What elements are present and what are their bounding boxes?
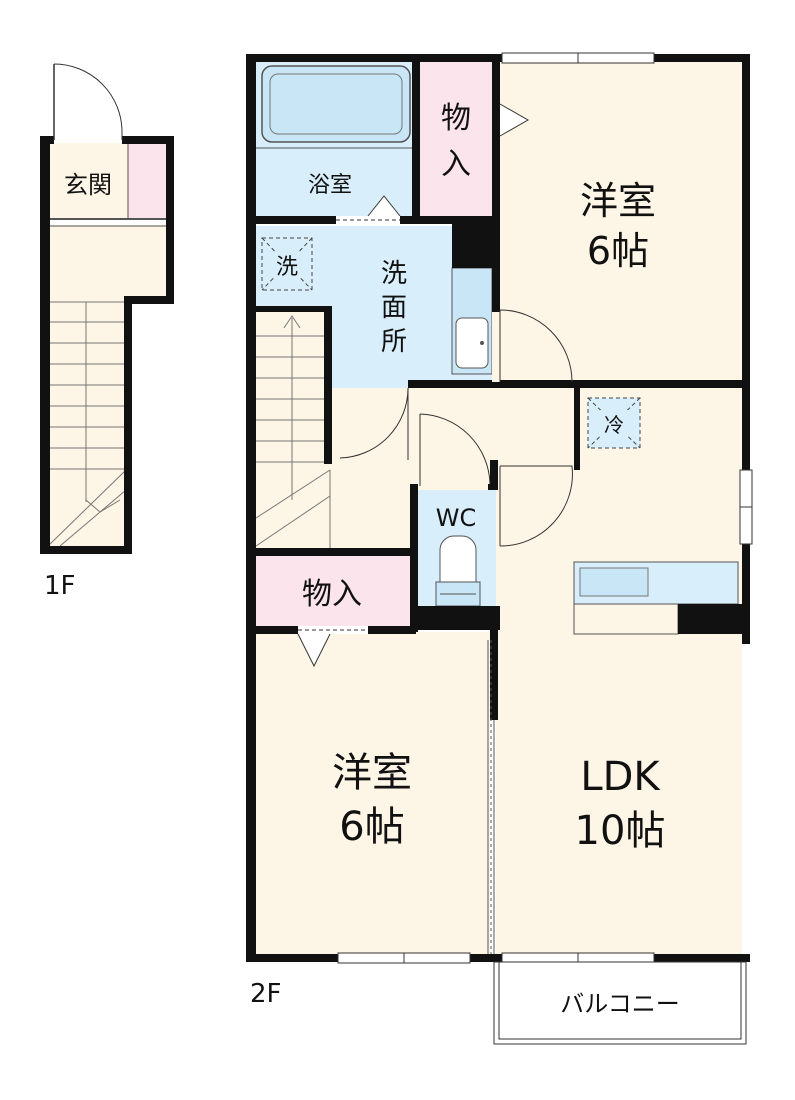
washroom-label-2: 面 (381, 293, 407, 323)
western-room-sw-name: 洋室 (332, 750, 412, 796)
floor-2-plan: 洗 冷 (246, 52, 753, 1045)
shoe-storage (127, 140, 169, 220)
stairs-2f (255, 312, 331, 548)
storage-mid-label: 物入 (302, 577, 362, 612)
stair-hall-floor (46, 225, 168, 548)
western-room-sw-size: 6帖 (339, 804, 404, 850)
washroom-label-1: 洗 (381, 259, 407, 289)
windows-2f (337, 52, 753, 964)
storage-top-label-2: 入 (441, 147, 471, 182)
toilet-fixture (435, 535, 481, 607)
bathtub (261, 65, 411, 143)
entrance-label: 玄関 (64, 171, 112, 199)
washer-mark: 洗 (276, 255, 298, 280)
bath-label: 浴室 (308, 173, 352, 198)
western-room-ne-floor (496, 60, 742, 386)
floor-1-label: 1F (44, 571, 76, 601)
washer-pan: 洗 (261, 237, 313, 291)
storage-mid-floor (254, 554, 412, 628)
ldk-size: 10帖 (575, 808, 666, 854)
ldk-floor (496, 386, 742, 954)
fridge-space: 冷 (587, 397, 641, 449)
storage-top-label-1: 物 (441, 101, 471, 136)
western-room-ne-name: 洋室 (580, 179, 656, 223)
balcony-label: バルコニー (560, 990, 680, 1018)
balcony (493, 961, 747, 1045)
entry-door[interactable] (53, 63, 123, 143)
western-room-ne-size: 6帖 (587, 229, 649, 273)
stairs-1f (47, 301, 127, 547)
washroom-label-3: 所 (381, 327, 407, 357)
floor-2-label: 2F (250, 979, 282, 1009)
fridge-mark: 冷 (604, 413, 624, 437)
entrance-floor (46, 141, 128, 219)
doors-2f[interactable] (297, 103, 573, 668)
vanity-sink (451, 267, 493, 375)
floor-1-plan: 玄関 1F (40, 63, 174, 601)
ldk-name: LDK (580, 754, 661, 800)
walls-1f (40, 136, 174, 554)
kitchen-counter (573, 561, 742, 635)
storage-top-floor (420, 60, 494, 218)
toilet-label: WC (436, 504, 477, 532)
western-room-sw-floor (254, 632, 490, 954)
sliding-partition[interactable] (487, 640, 495, 954)
